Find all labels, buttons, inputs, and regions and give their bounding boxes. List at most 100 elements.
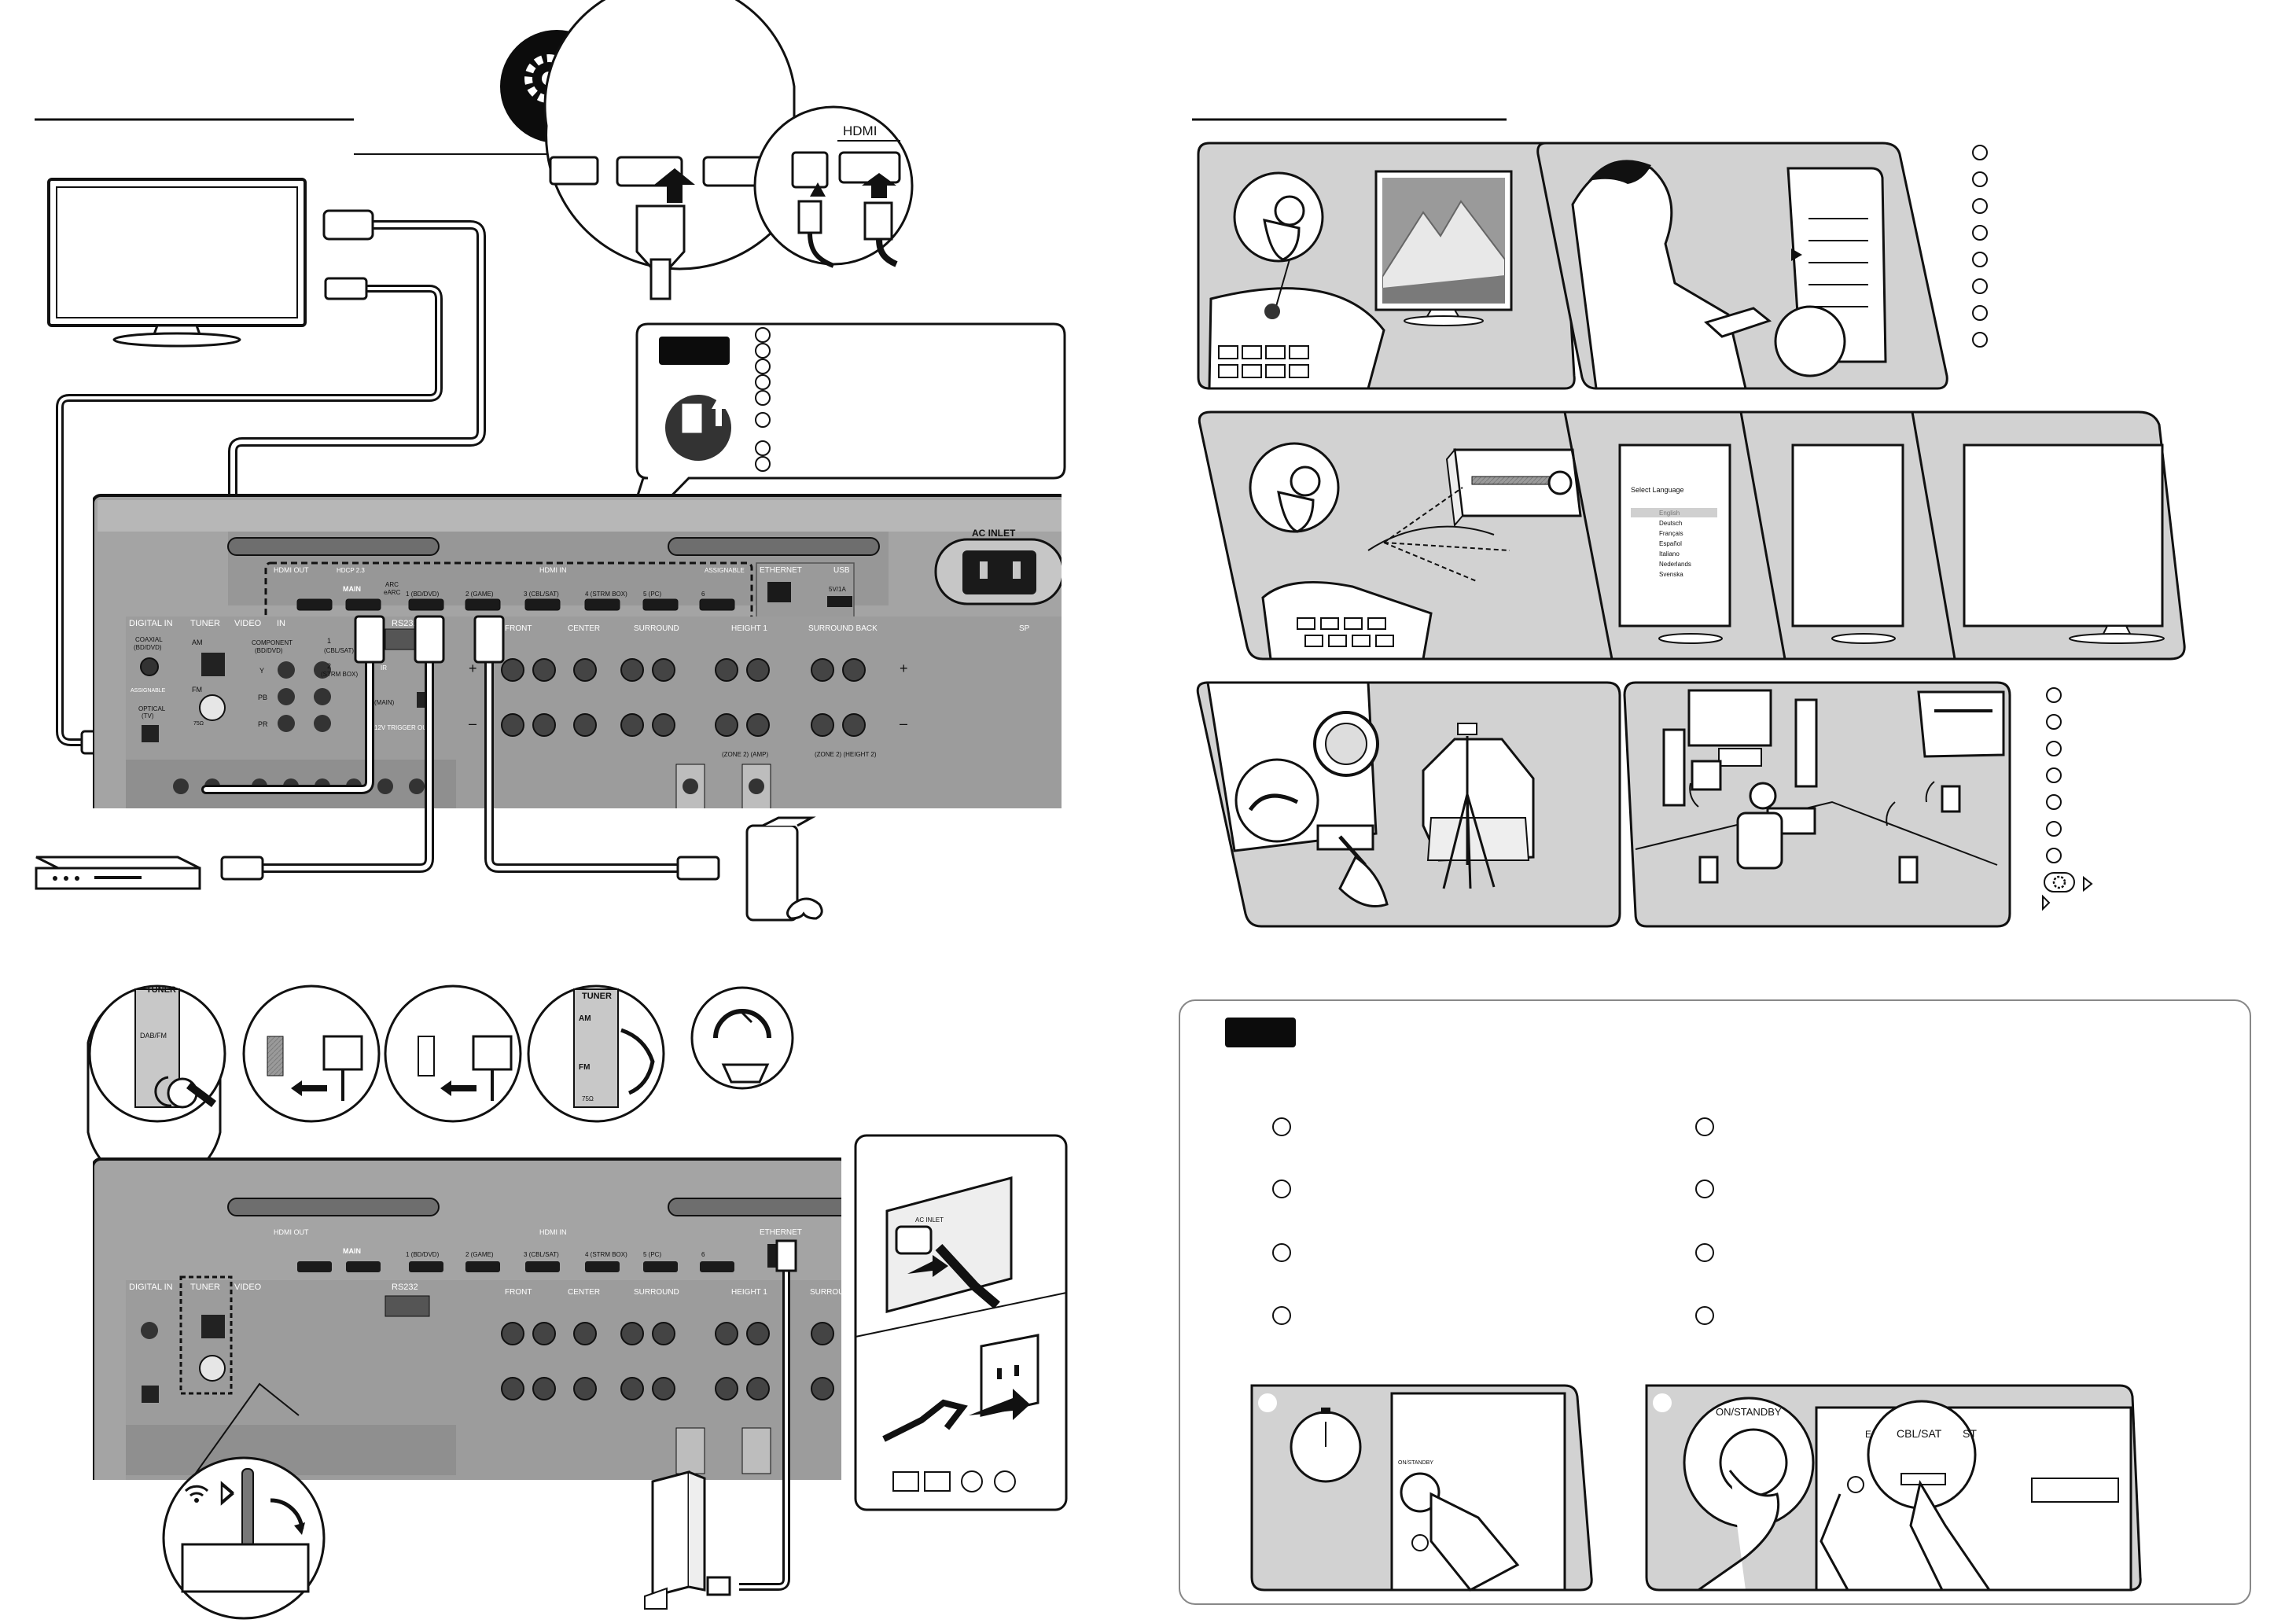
speaker-terminal (573, 713, 597, 737)
speaker-terminal (652, 1377, 675, 1400)
speaker-terminal (532, 658, 556, 682)
hdmi-plug-tv (322, 209, 374, 241)
language-francais[interactable]: Français (1659, 530, 1683, 537)
plus-label: + (469, 661, 477, 676)
svg-text:1 (BD/DVD): 1 (BD/DVD) (406, 1251, 440, 1258)
dab-fm-label: DAB/FM (140, 1032, 167, 1040)
outlet-type-icons (892, 1470, 1016, 1492)
hdmi-header-label: HDMI (843, 123, 877, 138)
cbl-sat-button[interactable] (1900, 1473, 1946, 1485)
antenna-zoom-am-insert (384, 984, 522, 1123)
cbl-sat-button-label: CBL/SAT (1897, 1427, 1942, 1440)
e-button-label: E (1865, 1429, 1871, 1440)
step-markers-note (755, 327, 771, 472)
on-standby-small-label: ON/STANDBY (1398, 1460, 1433, 1466)
scene-on-standby-reset: ON/STANDBY CBL/SAT ST E (1645, 1384, 2142, 1592)
coaxial-label: COAXIAL (135, 636, 163, 643)
svg-text:6: 6 (701, 1251, 705, 1258)
hdmi-input-labels-bottom: 1 (BD/DVD)2 (GAME) 3 (CBL/SAT)4 (STRM BO… (406, 1251, 705, 1258)
language-svenska[interactable]: Svenska (1659, 571, 1683, 578)
speaker-terminal (532, 713, 556, 737)
svg-text:3 (CBL/SAT): 3 (CBL/SAT) (524, 591, 559, 598)
svg-text:5 (PC): 5 (PC) (643, 1251, 661, 1258)
st-button-label: ST (1963, 1427, 1977, 1440)
pr-label: PR (258, 720, 268, 728)
hdmi-cables-top (201, 656, 681, 873)
cbl-sat-label: (CBL/SAT) (324, 647, 354, 654)
scene-person-menu (1536, 142, 1948, 390)
troubleshooting-step-markers (1272, 1117, 1714, 1325)
optical-plug-tv (324, 277, 368, 300)
ethernet-label-2: ETHERNET (760, 1228, 802, 1237)
speaker-terminals-top (501, 658, 866, 737)
assignable-lower-label: ASSIGNABLE (131, 688, 166, 694)
svg-text:2: 2 (327, 662, 331, 670)
settings-button-hint (2042, 872, 2093, 911)
ethernet-label: ETHERNET (760, 566, 802, 575)
svg-text:3 (CBL/SAT): 3 (CBL/SAT) (524, 1251, 559, 1258)
speaker-terminal (501, 658, 524, 682)
plus-label-right: + (900, 661, 908, 676)
speaker-terminals-bottom (501, 1322, 834, 1400)
usb-rating-label: 5V/1A (829, 586, 846, 593)
language-highlight (1631, 508, 1717, 517)
ohm-label: 75Ω (193, 721, 204, 727)
usb-label: USB (833, 566, 850, 575)
speaker-terminal (811, 1377, 834, 1400)
front-label-2: FRONT (505, 1288, 532, 1297)
speaker-terminal (811, 1322, 834, 1345)
center-label-2: CENTER (568, 1288, 600, 1297)
height1-label-2: HEIGHT 1 (731, 1288, 767, 1297)
rs232-label: RS232 (392, 619, 418, 628)
bluetooth-icon (220, 1481, 234, 1506)
assignable-label: ASSIGNABLE (705, 567, 745, 574)
wifi-icon (184, 1485, 209, 1497)
language-deutsch[interactable]: Deutsch (1659, 520, 1682, 527)
hdmi-ports-top (296, 598, 735, 611)
speaker-terminal (715, 1322, 738, 1345)
speaker-terminal (620, 1322, 644, 1345)
component-sub-label: (BD/DVD) (255, 647, 283, 654)
scene-setup-mic (1196, 681, 1621, 928)
note-callout (620, 322, 1066, 549)
bd-player-illustration (35, 856, 201, 890)
strm-box-label: (STRM BOX) (321, 671, 358, 678)
in-label: IN (277, 619, 285, 628)
main-zone-label: (MAIN) (374, 699, 395, 706)
minus-label-right: – (900, 716, 907, 731)
on-standby-button[interactable] (1719, 1428, 1788, 1497)
language-english[interactable]: English (1659, 510, 1680, 517)
language-nederlands[interactable]: Nederlands (1659, 561, 1691, 568)
speaker-terminal (532, 1377, 556, 1400)
on-standby-button-small[interactable] (1400, 1472, 1441, 1513)
video-label-2: VIDEO (234, 1283, 262, 1292)
surround-label-2: SURROUND (634, 1288, 679, 1297)
troubleshooting-badge (1225, 1018, 1296, 1047)
zone2-height2-label: (ZONE 2) (HEIGHT 2) (815, 751, 877, 758)
hdmi-out-label-2: HDMI OUT (274, 1228, 309, 1236)
ir-label: IR (381, 664, 387, 672)
mountain-picture (1382, 178, 1505, 304)
tv-illustration (47, 178, 307, 348)
optical-label: OPTICAL (138, 705, 166, 712)
speaker-terminal (573, 658, 597, 682)
step-markers-row1 (1972, 145, 1988, 348)
speaker-terminal (746, 713, 770, 737)
speaker-terminal (532, 1322, 556, 1345)
speaker-terminal (620, 713, 644, 737)
speaker-terminal (620, 1377, 644, 1400)
speaker-terminal (573, 1322, 597, 1345)
coaxial-sub-label: (BD/DVD) (134, 644, 162, 651)
hdmi-port-zoom (354, 0, 796, 300)
language-italiano[interactable]: Italiano (1659, 550, 1680, 558)
speaker-terminal (746, 658, 770, 682)
trigger-out-label: 12V TRIGGER OUT (374, 724, 431, 731)
scene-speaker-layout (1623, 681, 2011, 928)
power-connection-box: AC INLET (854, 1134, 1068, 1511)
main-out-label-2: MAIN (343, 1247, 361, 1255)
language-espanol[interactable]: Español (1659, 540, 1682, 547)
svg-text:5 (PC): 5 (PC) (643, 591, 661, 598)
note-badge (659, 337, 730, 365)
svg-text:1: 1 (327, 637, 331, 645)
